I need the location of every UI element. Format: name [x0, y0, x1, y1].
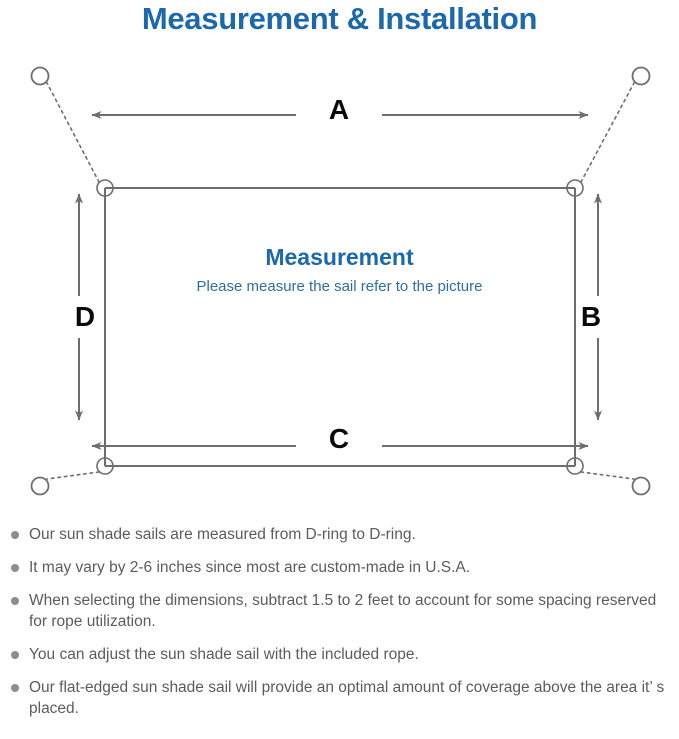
- sail-subheading: Please measure the sail refer to the pic…: [196, 278, 483, 295]
- measurement-diagram: Measurement Please measure the sail refe…: [0, 48, 679, 518]
- dimension-label-a: A: [328, 94, 350, 125]
- dimension-label-b: B: [580, 301, 602, 332]
- bullet-icon: [11, 651, 19, 659]
- sail-heading: Measurement: [265, 244, 414, 270]
- dimension-label-d: D: [74, 301, 96, 332]
- rope-bottom-left: [46, 471, 100, 480]
- anchor-ring-top-left: [30, 66, 50, 86]
- sail-rectangle: [104, 187, 576, 467]
- rope-top-left: [46, 82, 100, 183]
- anchor-ring-bottom-right: [631, 476, 651, 496]
- rope-bottom-right: [580, 471, 635, 480]
- page-title: Measurement & Installation: [141, 1, 538, 36]
- bullet-icon: [11, 684, 19, 692]
- bullet-icon: [11, 564, 19, 572]
- list-item-text: Our sun shade sails are measured from D-…: [29, 526, 416, 543]
- bullet-icon: [11, 531, 19, 539]
- list-item: When selecting the dimensions, subtract …: [0, 590, 679, 632]
- list-item: Our flat-edged sun shade sail will provi…: [0, 677, 679, 719]
- rope-top-right: [580, 82, 635, 183]
- bullet-icon: [11, 597, 19, 605]
- anchor-ring-top-right: [631, 66, 651, 86]
- list-item: Our sun shade sails are measured from D-…: [0, 524, 679, 545]
- list-item: You can adjust the sun shade sail with t…: [0, 644, 679, 665]
- diagram-svg: [30, 66, 651, 496]
- list-item-text: Our flat-edged sun shade sail will provi…: [29, 679, 665, 717]
- list-item-text: When selecting the dimensions, subtract …: [29, 592, 657, 630]
- list-item: It may vary by 2-6 inches since most are…: [0, 557, 679, 578]
- notes-list: Our sun shade sails are measured from D-…: [0, 524, 679, 731]
- list-item-text: You can adjust the sun shade sail with t…: [29, 646, 419, 663]
- list-item-text: It may vary by 2-6 inches since most are…: [29, 559, 471, 576]
- dimension-label-c: C: [328, 423, 350, 454]
- anchor-ring-bottom-left: [30, 476, 50, 496]
